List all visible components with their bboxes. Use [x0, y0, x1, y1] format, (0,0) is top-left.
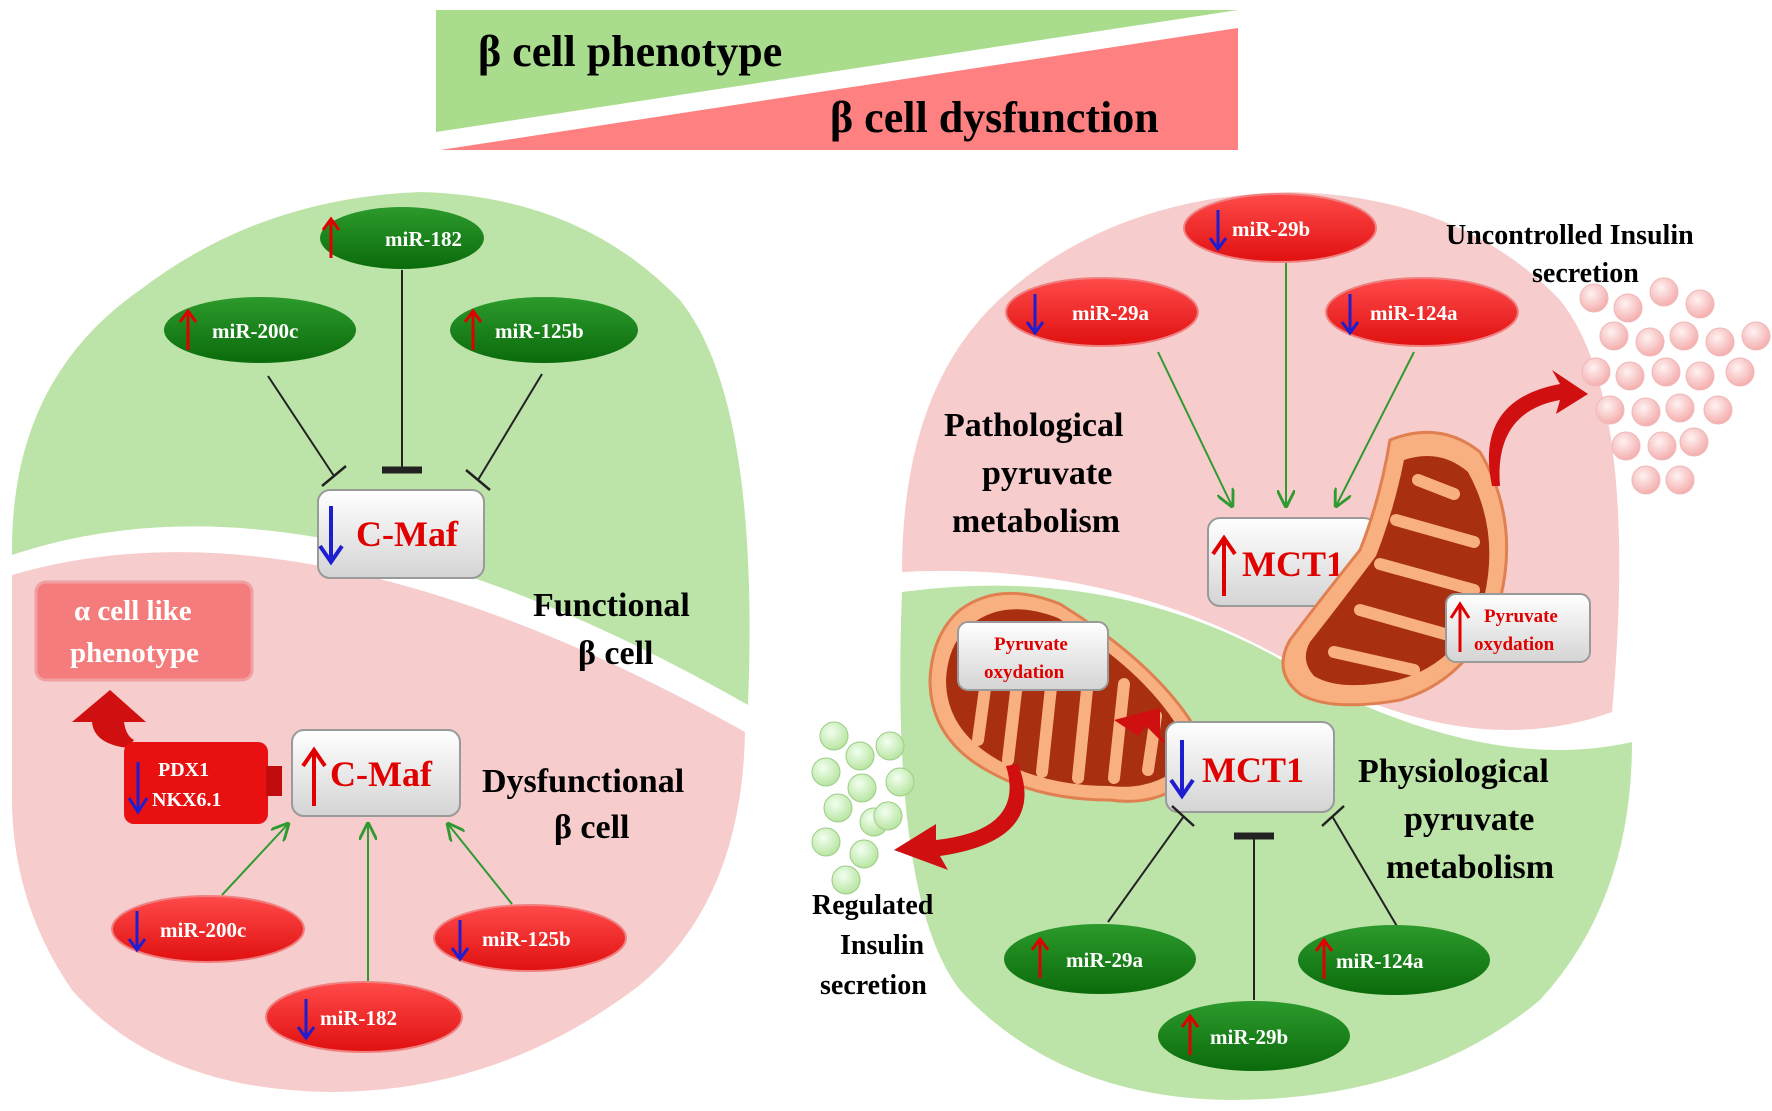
mir-200c-up-ellipse: [164, 297, 356, 363]
mir-29b-up-ellipse: [1158, 1001, 1350, 1071]
mct1-down-box: [1165, 721, 1335, 813]
mir-182-up-ellipse: [320, 207, 484, 269]
pyruvate-box-top: [1445, 593, 1591, 663]
mir-125b-up-ellipse: [450, 297, 638, 363]
mir-29b-down-ellipse: [1183, 193, 1377, 263]
mir-125b-down-label: miR-125b: [482, 927, 571, 951]
mir-29b-down-label: miR-29b: [1232, 217, 1310, 241]
alpha-phenotype-box: [34, 580, 254, 682]
up-arrow-icon: [1211, 534, 1237, 596]
down-arrow-icon: [450, 920, 470, 962]
down-arrow-icon: [296, 999, 316, 1041]
mir-29a-up-ellipse: [1004, 924, 1196, 994]
physiological-label-line1: Physiological: [1358, 753, 1549, 790]
mir-182-down-label: miR-182: [320, 1006, 397, 1030]
curved-arrow-to-uncontrolled: [1488, 370, 1588, 486]
pyruvate-top-line2: oxydation: [1474, 634, 1555, 655]
cmaf-up-box: [291, 729, 461, 817]
regulated-line2: Insulin: [840, 930, 924, 961]
alpha-box-line2: phenotype: [70, 637, 199, 669]
pathological-label-line2: pyruvate: [982, 455, 1112, 492]
pathological-label-line1: Pathological: [944, 407, 1123, 444]
mir-29a-up-label: miR-29a: [1066, 948, 1143, 972]
up-arrow-icon: [321, 216, 341, 258]
up-arrow-icon: [301, 746, 327, 806]
activation-lines-top-right: [1157, 263, 1415, 506]
cmaf-down-label: C-Maf: [356, 514, 459, 554]
uncontrolled-line2: secretion: [1532, 258, 1639, 289]
left-panel: miR-182 miR-200c miR-125b C-Maf Function…: [11, 192, 750, 1092]
dysfunction-label: β cell dysfunction: [830, 93, 1159, 142]
mir-124a-up-ellipse: [1298, 925, 1490, 995]
regulated-line1: Regulated: [812, 890, 934, 921]
down-arrow-icon: [1025, 294, 1045, 336]
regulated-line3: secretion: [820, 970, 927, 1001]
pyruvate-bottom-line2: oxydation: [984, 662, 1065, 683]
mir-182-down-ellipse: [265, 981, 463, 1053]
down-arrow-icon: [1340, 294, 1360, 336]
up-arrow-icon: [1180, 1013, 1200, 1055]
down-arrow-icon: [127, 762, 149, 815]
mir-200c-down-label: miR-200c: [160, 918, 246, 942]
inhibition-lines-top-left: [267, 270, 543, 491]
up-arrow-icon: [1449, 601, 1471, 652]
functional-label-line2: β cell: [578, 635, 654, 672]
up-arrow-icon: [1030, 936, 1050, 978]
mir-29a-down-ellipse: [1005, 277, 1199, 347]
mir-125b-down-ellipse: [433, 904, 627, 972]
dysfunction-wedge: [440, 28, 1238, 150]
activation-lines-bottom-left: [221, 824, 513, 982]
mir-29b-up-label: miR-29b: [1210, 1025, 1288, 1049]
down-arrow-icon: [1208, 210, 1228, 252]
mir-200c-up-label: miR-200c: [212, 319, 298, 343]
mir-182-up-label: miR-182: [385, 227, 462, 251]
up-arrow-icon: [463, 308, 483, 350]
down-arrow-icon: [1169, 740, 1195, 800]
pyruvate-box-bottom: [957, 621, 1109, 691]
cmaf-up-label: C-Maf: [330, 754, 433, 794]
phenotype-label: β cell phenotype: [478, 27, 782, 76]
pink-granules: [1579, 277, 1771, 495]
down-arrow-icon: [318, 506, 344, 566]
mir-29a-down-label: miR-29a: [1072, 301, 1149, 325]
mct1-up-label: MCT1: [1242, 544, 1344, 584]
pdx-line2: NKX6.1: [152, 789, 221, 811]
curved-arrow-to-alpha: [72, 690, 146, 748]
right-panel: miR-29b miR-29a miR-124a Pathological py…: [811, 192, 1771, 1100]
functional-label-line1: Functional: [533, 587, 690, 624]
pyruvate-bottom-line1: Pyruvate: [994, 634, 1068, 655]
green-granules: [811, 721, 915, 895]
cmaf-down-box: [317, 489, 485, 579]
curved-arrow-to-regulated: [894, 764, 1025, 870]
up-arrow-icon: [178, 308, 198, 350]
down-arrow-icon: [127, 911, 147, 953]
inhibition-lines-bottom-right: [1107, 805, 1399, 1000]
physiological-label-line3: metabolism: [1386, 849, 1554, 886]
mir-125b-up-label: miR-125b: [495, 319, 584, 343]
physiological-label-line2: pyruvate: [1404, 801, 1534, 838]
pdx-box-tab: [266, 766, 282, 796]
mct1-down-label: MCT1: [1202, 750, 1304, 790]
up-arrow-icon: [1314, 937, 1334, 979]
mir-200c-down-ellipse: [111, 895, 305, 963]
pdx-line1: PDX1: [158, 759, 209, 781]
pathological-label-line3: metabolism: [952, 503, 1120, 540]
dysfunctional-label-line1: Dysfunctional: [482, 763, 684, 800]
header-gradient: β cell phenotype β cell dysfunction: [436, 10, 1238, 150]
uncontrolled-line1: Uncontrolled Insulin: [1446, 220, 1694, 251]
dysfunctional-label-line2: β cell: [554, 809, 630, 846]
block-arrow-to-mito-bottom: [1114, 708, 1168, 744]
alpha-box-line1: α cell like: [74, 595, 192, 627]
mir-124a-up-label: miR-124a: [1336, 949, 1424, 973]
phenotype-wedge: [436, 10, 1238, 132]
pyruvate-top-line1: Pyruvate: [1484, 606, 1558, 627]
pdx1-nkx61-box: [124, 742, 268, 824]
mir-124a-down-ellipse: [1325, 277, 1519, 347]
mir-124a-down-label: miR-124a: [1370, 301, 1458, 325]
